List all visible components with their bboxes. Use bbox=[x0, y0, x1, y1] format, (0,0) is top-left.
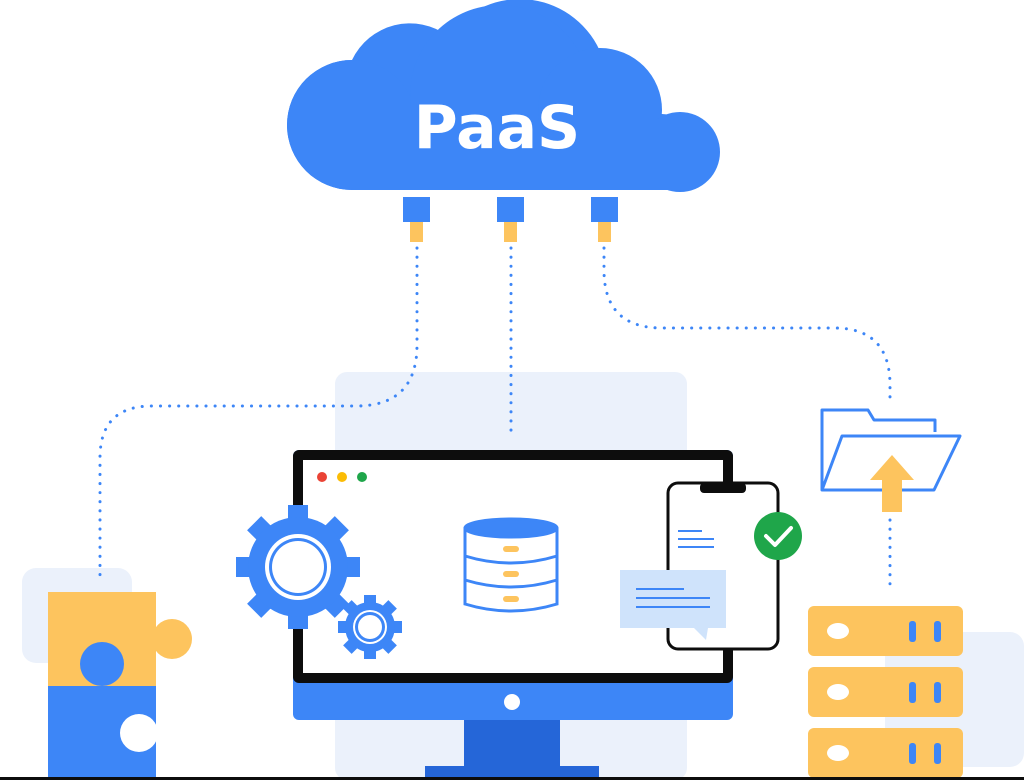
plug-icon bbox=[403, 197, 430, 242]
webcam-dot bbox=[504, 694, 520, 710]
server-rack-icon bbox=[808, 606, 963, 778]
connector-right bbox=[602, 246, 892, 400]
cloud-icon bbox=[287, 0, 720, 192]
window-maximize-dot bbox=[357, 472, 367, 482]
plug-icon bbox=[591, 197, 618, 242]
cloud-title: PaaS bbox=[414, 93, 581, 163]
window-close-dot bbox=[317, 472, 327, 482]
gear-icon bbox=[236, 505, 360, 629]
check-icon bbox=[754, 512, 802, 560]
puzzle-icon bbox=[48, 592, 192, 780]
gear-icon bbox=[338, 595, 402, 659]
bottom-edge-line bbox=[0, 777, 1024, 780]
window-minimize-dot bbox=[337, 472, 347, 482]
upload-arrow-icon bbox=[870, 455, 914, 512]
plug-icon bbox=[497, 197, 524, 242]
chat-bubble-icon bbox=[620, 570, 726, 640]
database-icon bbox=[463, 517, 559, 613]
